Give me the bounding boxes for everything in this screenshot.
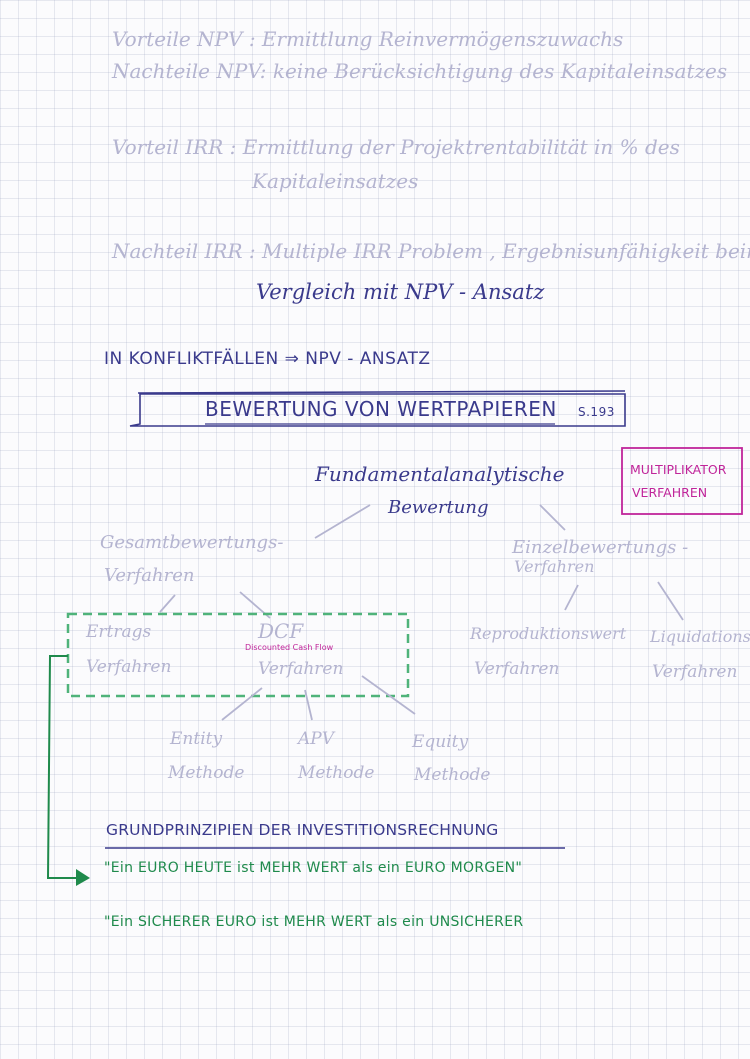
equity-line-1: Equity (412, 732, 469, 752)
summary-line-3b: Kapitaleinsatzes (252, 169, 419, 193)
repro-line-1: Reproduktionswert (470, 624, 627, 643)
ertrag-line-2: Verfahren (86, 657, 172, 677)
principle-2: "Ein SICHERER EURO ist MEHR WERT als ein… (104, 914, 524, 930)
equity-line-2: Methode (414, 765, 491, 785)
root-to-einzel-line (539, 504, 566, 531)
section-page-ref: S.193 (578, 405, 615, 419)
green-arrow-path (46, 655, 80, 879)
conflict-note: IN KONFLIKTFÄLLEN ⇒ NPV - ANSATZ (104, 349, 431, 369)
principle-1: "Ein EURO HEUTE ist MEHR WERT als ein EU… (104, 860, 523, 876)
dcf-to-entity-line (221, 687, 263, 721)
gesamt-line-1: Gesamtbewertungs- (100, 532, 284, 553)
diagram-root-line-1: Fundamentalanalytische (315, 462, 565, 486)
entity-line-1: Entity (170, 729, 223, 749)
einzel-to-repro-line (564, 584, 579, 611)
multiplikator-box (621, 447, 743, 515)
entity-line-2: Methode (168, 763, 245, 783)
diagram-root-line-2: Bewertung (388, 497, 489, 518)
dcf-line-1: DCF (258, 619, 304, 643)
dcf-to-equity-line (361, 675, 416, 715)
einzel-line-2: Verfahren (514, 557, 595, 576)
summary-line-1: Vorteile NPV : Ermittlung Reinvermögensz… (112, 27, 624, 51)
apv-line-2: Methode (298, 763, 375, 783)
summary-line-4: Nachteil IRR : Multiple IRR Problem , Er… (112, 239, 750, 263)
ertrag-line-1: Ertrags (86, 622, 152, 642)
root-to-gesamt-line (314, 504, 371, 539)
dcf-line-2: Verfahren (258, 659, 344, 679)
liqui-line-1: Liquidations (650, 627, 750, 646)
section-title: BEWERTUNG VON WERTPAPIEREN (205, 397, 557, 421)
multiplikator-line-1: MULTIPLIKATOR (630, 462, 727, 477)
arrow-head-icon (76, 869, 90, 886)
einzel-to-liqui-line (657, 581, 684, 621)
repro-line-2: Verfahren (474, 659, 560, 679)
apv-line-1: APV (298, 729, 334, 749)
gesamt-to-ertrag-line (159, 594, 176, 613)
multiplikator-line-2: VERFAHREN (632, 485, 708, 500)
summary-line-3: Vorteil IRR : Ermittlung der Projektrent… (112, 135, 680, 159)
dcf-subtitle: Discounted Cash Flow (245, 643, 334, 652)
einzel-line-1: Einzelbewertungs - (512, 537, 689, 558)
summary-line-2: Nachteile NPV: keine Berücksichtigung de… (112, 59, 728, 83)
section-title-box (129, 393, 626, 427)
section-title-box-top (137, 390, 626, 394)
summary-line-4b: Vergleich mit NPV - Ansatz (256, 280, 545, 304)
gesamt-line-2: Verfahren (104, 565, 195, 586)
dcf-to-apv-line (304, 689, 313, 721)
principles-heading: GRUNDPRINZIPIEN DER INVESTITIONSRECHNUNG (106, 821, 499, 839)
liqui-line-2: Verfahren (652, 662, 738, 682)
